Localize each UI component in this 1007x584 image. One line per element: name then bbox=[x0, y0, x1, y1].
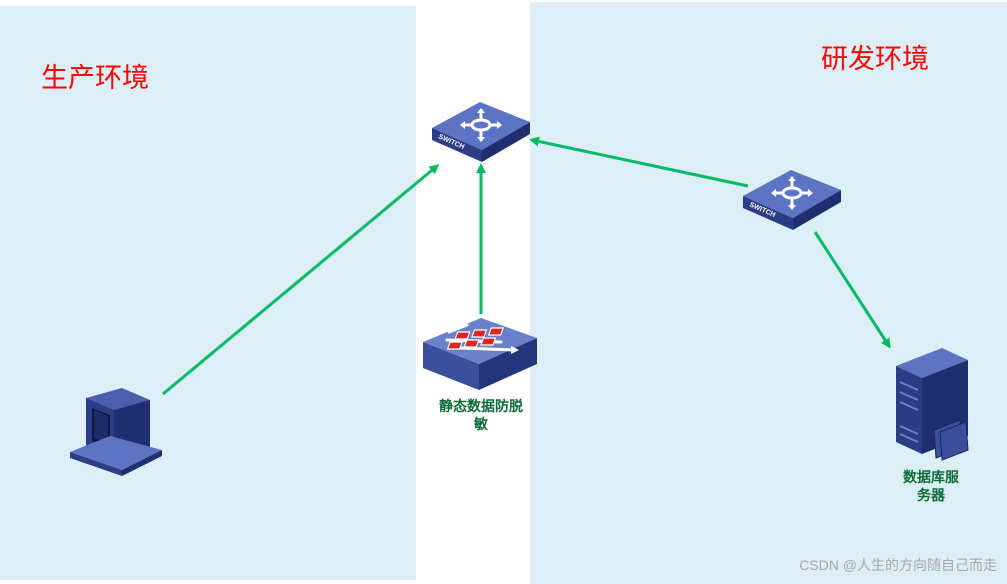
firewall-caption: 静态数据防脱 敏 bbox=[439, 399, 523, 433]
db-server-icon bbox=[896, 348, 969, 461]
db-server-caption: 数据库服 务器 bbox=[903, 470, 959, 504]
production-zone bbox=[0, 6, 416, 580]
link-dev-switch-to-db-server bbox=[813, 231, 891, 349]
dev-switch-icon: SWITCH bbox=[743, 170, 841, 230]
link-workstation-to-core-switch bbox=[162, 164, 440, 396]
firewall-icon bbox=[423, 318, 537, 390]
core-switch-icon: SWITCH bbox=[432, 102, 530, 162]
development-zone-title: 研发环境 bbox=[821, 44, 929, 75]
workstation-icon bbox=[70, 388, 162, 476]
production-zone-title: 生产环境 bbox=[41, 63, 149, 94]
link-dev-switch-to-core-switch bbox=[529, 136, 749, 188]
development-zone bbox=[530, 2, 1007, 584]
watermark: CSDN @人生的方向随自己而走 bbox=[799, 557, 997, 573]
